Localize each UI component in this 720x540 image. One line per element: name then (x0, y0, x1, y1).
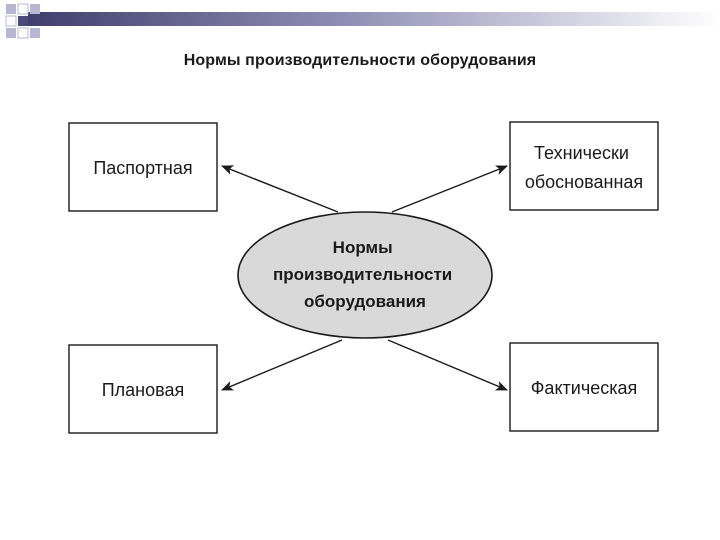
box-top-left: Паспортная (68, 122, 218, 212)
svg-text:Фактическая: Фактическая (531, 378, 638, 398)
center-label-line-1: Нормы (333, 238, 393, 257)
arrow-to-top-right (391, 165, 508, 213)
header-square-4 (5, 15, 17, 27)
header-square-6 (6, 28, 16, 38)
svg-text:Нормы производительности: Нормы производительности оборудования (273, 238, 457, 311)
center-node: Нормы производительности оборудования (237, 211, 493, 339)
header-decoration (5, 3, 720, 39)
svg-text:Технически обоснованная: Технически обоснованная (525, 143, 643, 192)
arrow-to-bottom-right (387, 339, 508, 391)
header-gradient-bar (28, 12, 720, 26)
box-bottom-left: Плановая (68, 344, 218, 434)
box-bottom-right-label: Фактическая (531, 378, 638, 398)
box-bottom-left-frame (68, 344, 218, 434)
svg-text:Паспортная: Паспортная (93, 158, 192, 178)
box-top-right: Технически обоснованная (509, 121, 659, 211)
header-square-3 (30, 4, 40, 14)
box-top-right-label-line-2: обоснованная (525, 172, 643, 192)
box-top-right-label-line-1: Технически (534, 143, 629, 163)
box-top-left-label: Паспортная (93, 158, 192, 178)
box-bottom-right-frame (509, 342, 659, 432)
center-label-line-3: оборудования (304, 292, 426, 311)
center-label-line-2: производительности (273, 265, 452, 284)
box-top-right-frame (509, 121, 659, 211)
header-square-7 (17, 27, 29, 39)
svg-text:Плановая: Плановая (102, 380, 185, 400)
box-top-left-frame (68, 122, 218, 212)
header-square-1 (6, 4, 16, 14)
arrow-to-top-left (221, 165, 339, 213)
arrow-to-bottom-left (221, 339, 343, 391)
header-square-8 (30, 28, 40, 38)
slide-title: Нормы производительности оборудования (183, 52, 537, 69)
header-square-2 (17, 3, 29, 15)
box-bottom-right: Фактическая (509, 342, 659, 432)
box-bottom-left-label: Плановая (102, 380, 185, 400)
header-square-5 (18, 16, 28, 26)
center-ellipse (237, 211, 493, 339)
